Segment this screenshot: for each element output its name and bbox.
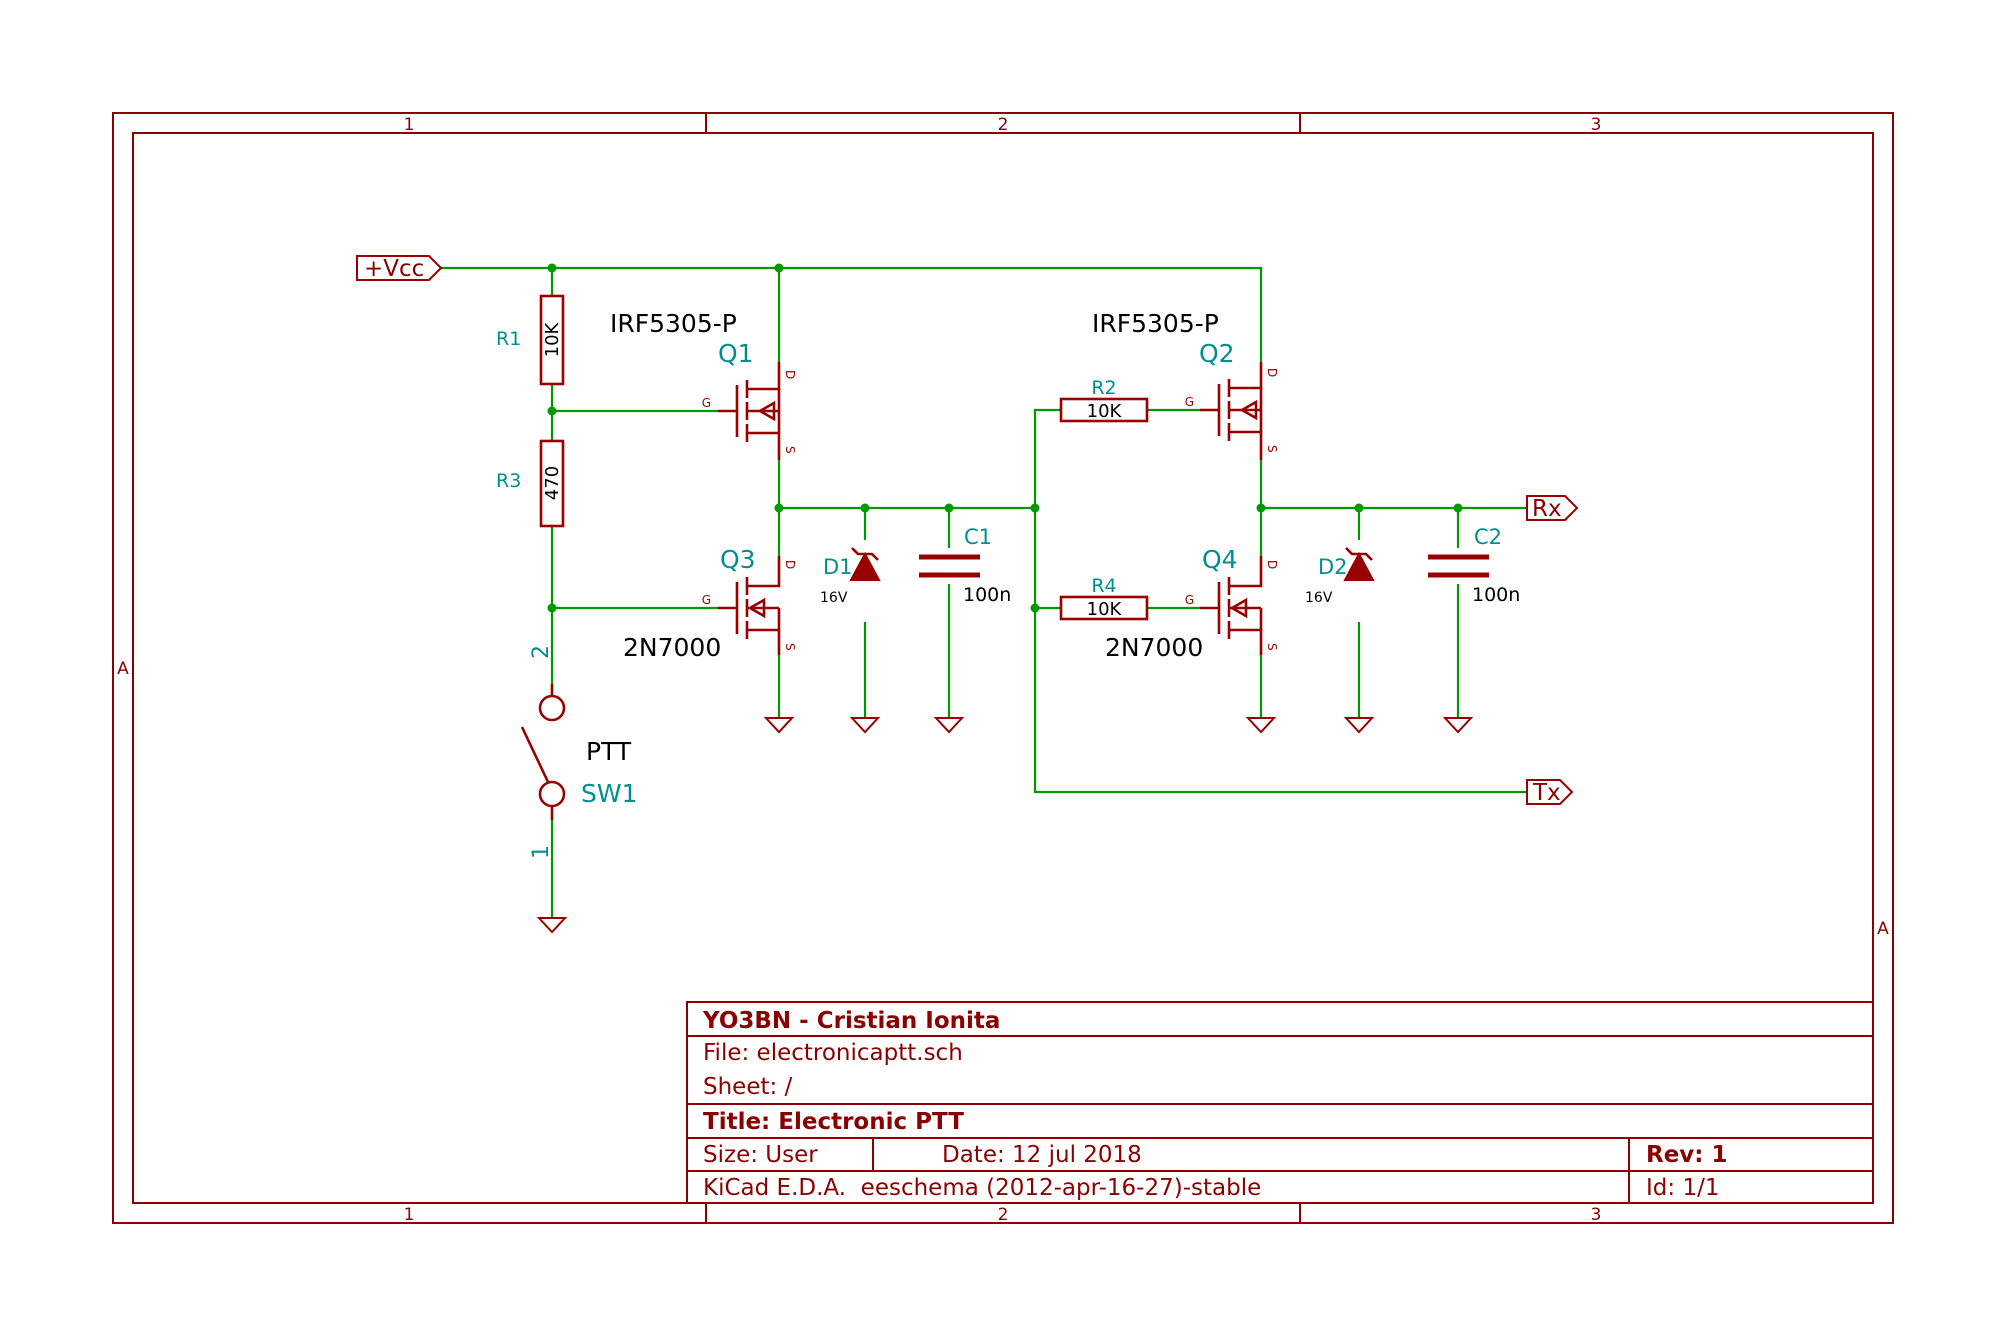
ground-q3 — [763, 717, 795, 734]
d2-ref: D2 — [1318, 555, 1348, 579]
q4-value: 2N7000 — [1105, 633, 1203, 662]
zener-diode-d1: D1 16V — [820, 547, 881, 606]
border-col-3-top: 3 — [1591, 115, 1602, 135]
title-block-title: Title: Electronic PTT — [703, 1109, 964, 1135]
border-col-1-top: 1 — [404, 115, 415, 135]
title-block-date: Date: 12 jul 2018 — [942, 1142, 1142, 1168]
title-block-file: File: electronicaptt.sch — [703, 1040, 963, 1066]
c1-value: 100n — [963, 584, 1011, 606]
c2-value: 100n — [1472, 584, 1520, 606]
net-label-tx-text: Tx — [1532, 780, 1561, 806]
title-block-rev: Rev: 1 — [1646, 1142, 1728, 1168]
border-row-a-left: A — [117, 659, 129, 679]
ground-c1 — [933, 717, 965, 734]
ground-d2 — [1343, 717, 1375, 734]
q2-pin-d: D — [1265, 368, 1279, 377]
d1-ref: D1 — [823, 555, 853, 579]
r2-value: 10K — [1087, 401, 1123, 422]
switch-sw1: PTT SW1 2 1 — [520, 645, 638, 859]
title-block: YO3BN - Cristian Ionita File: electronic… — [686, 1001, 1874, 1204]
ground-c2 — [1442, 717, 1474, 734]
sw1-value: PTT — [586, 737, 632, 766]
r4-value: 10K — [1087, 599, 1123, 620]
q3-value: 2N7000 — [623, 633, 721, 662]
r3-value: 470 — [542, 466, 563, 500]
wires — [441, 266, 1527, 918]
q1-ref: Q1 — [718, 339, 754, 368]
title-block-id: Id: 1/1 — [1646, 1175, 1719, 1201]
q1-pin-d: D — [783, 370, 797, 379]
resistor-r4: R4 10K — [1059, 575, 1149, 621]
mosfet-q2: G D S Q2 IRF5305-P — [1092, 309, 1279, 460]
ground-d1 — [849, 717, 881, 734]
q1-pin-s: S — [783, 446, 797, 454]
mosfet-q3: G D S Q3 2N7000 — [623, 545, 797, 662]
net-label-vcc: +Vcc — [356, 255, 443, 282]
ground-q4 — [1245, 717, 1277, 734]
net-label-vcc-text: +Vcc — [364, 256, 424, 282]
q3-pin-g: G — [702, 593, 711, 607]
net-label-rx-text: Rx — [1532, 496, 1562, 522]
r1-value: 10K — [542, 321, 563, 357]
q3-pin-d: D — [783, 560, 797, 569]
q4-pin-g: G — [1185, 593, 1194, 607]
c1-ref: C1 — [964, 525, 992, 549]
r4-ref: R4 — [1091, 575, 1116, 597]
q4-pin-d: D — [1265, 560, 1279, 569]
mosfet-q4: G D S Q4 2N7000 — [1105, 545, 1279, 662]
q3-pin-s: S — [783, 643, 797, 651]
r2-ref: R2 — [1091, 377, 1116, 399]
q3-ref: Q3 — [720, 545, 756, 574]
title-block-size: Size: User — [703, 1142, 818, 1168]
r1-ref: R1 — [496, 328, 521, 350]
capacitor-c1: C1 100n — [919, 525, 1011, 606]
title-block-tool: KiCad E.D.A. eeschema (2012-apr-16-27)-s… — [703, 1175, 1261, 1201]
q4-pin-s: S — [1265, 643, 1279, 651]
net-label-tx: Tx — [1526, 779, 1574, 806]
ground-sw1 — [536, 917, 568, 934]
border-col-2-top: 2 — [998, 115, 1009, 135]
border-col-3-bottom: 3 — [1591, 1205, 1602, 1225]
mosfet-q1: G D S Q1 IRF5305-P — [610, 309, 797, 460]
resistor-r1: R1 10K — [496, 294, 565, 386]
r3-ref: R3 — [496, 470, 521, 492]
q4-ref: Q4 — [1202, 545, 1238, 574]
title-block-sheet: Sheet: / — [703, 1074, 793, 1100]
resistor-r2: R2 10K — [1059, 377, 1149, 423]
junctions — [547, 263, 1463, 613]
ground-symbols — [536, 717, 1474, 934]
capacitor-c2: C2 100n — [1428, 525, 1520, 606]
sw1-pin-1: 1 — [529, 845, 554, 859]
q1-pin-g: G — [702, 396, 711, 410]
q1-value: IRF5305-P — [610, 309, 737, 338]
q2-pin-g: G — [1185, 395, 1194, 409]
resistor-r3: R3 470 — [496, 439, 565, 528]
d2-value: 16V — [1305, 590, 1333, 606]
border-col-2-bottom: 2 — [998, 1205, 1009, 1225]
sw1-pin-2: 2 — [529, 645, 554, 659]
title-block-company: YO3BN - Cristian Ionita — [702, 1008, 1000, 1034]
d1-value: 16V — [820, 590, 848, 606]
net-label-rx: Rx — [1526, 495, 1579, 522]
q2-value: IRF5305-P — [1092, 309, 1219, 338]
border-col-1-bottom: 1 — [404, 1205, 415, 1225]
q2-ref: Q2 — [1199, 339, 1235, 368]
q2-pin-s: S — [1265, 445, 1279, 453]
c2-ref: C2 — [1474, 525, 1502, 549]
border-row-a-right: A — [1877, 919, 1889, 939]
sw1-ref: SW1 — [581, 779, 638, 808]
zener-diode-d2: D2 16V — [1305, 547, 1375, 606]
